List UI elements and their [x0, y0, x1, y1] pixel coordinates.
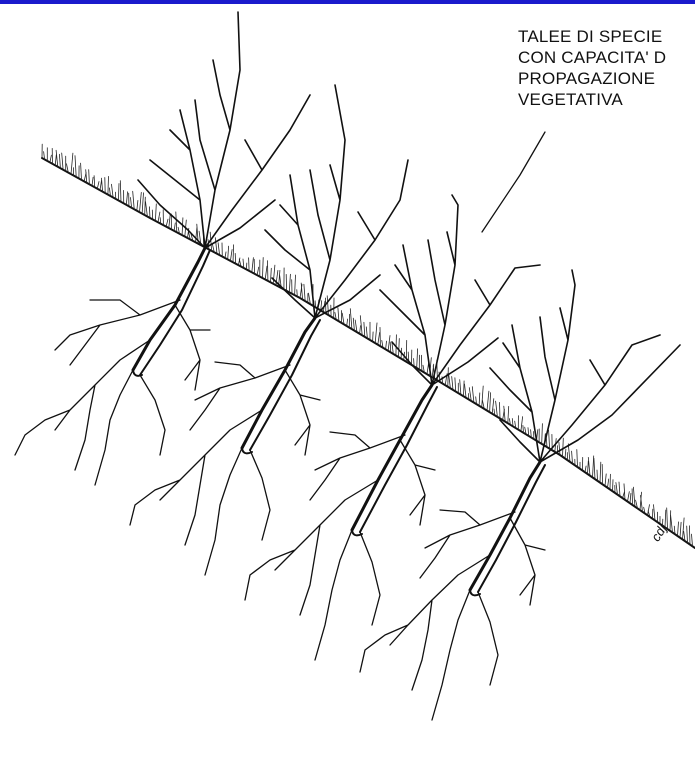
cutting-4-shoots	[490, 270, 680, 462]
cutting-3-shoots	[380, 195, 540, 385]
callout-label: TALEE DI SPECIE CON CAPACITA' D PROPAGAZ…	[518, 26, 695, 110]
cutting-4-stem	[470, 462, 540, 590]
callout-line-3: PROPAGAZIONE	[518, 68, 695, 89]
ground-surface-line	[42, 158, 695, 548]
callout-line-4: VEGETATIVA	[518, 89, 695, 110]
cutting-1-shoots	[138, 12, 310, 248]
cutting-2-roots	[130, 362, 320, 575]
callout-leader-line	[482, 132, 545, 232]
cutting-3-stem	[352, 385, 432, 530]
cutting-1-roots	[15, 300, 210, 485]
callout-line-2: CON CAPACITA' D	[518, 47, 695, 68]
cutting-1	[15, 12, 310, 485]
callout-line-1: TALEE DI SPECIE	[518, 26, 695, 47]
cutting-1-stem	[133, 248, 205, 370]
cutting-4-roots	[360, 510, 545, 720]
cutting-2-stem	[242, 318, 315, 448]
cutting-3	[245, 195, 540, 660]
